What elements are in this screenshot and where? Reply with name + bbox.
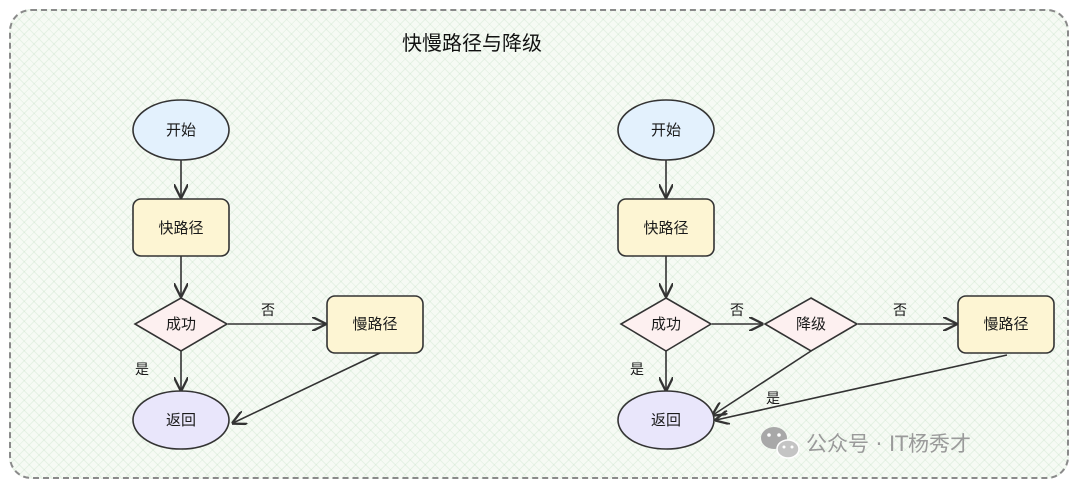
right-start-label: 开始 (651, 121, 681, 139)
left-slow-path-label: 慢路径 (352, 315, 397, 333)
left-flow: 否 是 开始 快路径 成功 慢路径 返回 (132, 99, 424, 450)
wechat-icon (761, 427, 800, 459)
right-return-node (617, 390, 715, 450)
left-fast-path-node (132, 198, 230, 257)
left-return-node (132, 390, 230, 450)
left-success-label: 成功 (166, 315, 196, 333)
right-edge-degrade-return (713, 350, 812, 415)
left-slow-path-node (326, 295, 424, 354)
right-edge-label-no-2: 否 (893, 303, 907, 319)
right-edge-slow-return (716, 354, 1008, 420)
right-fast-path-label: 快路径 (643, 219, 688, 237)
diagram-title: 快慢路径与降级 (402, 31, 542, 55)
watermark-text: 公众号 · IT杨秀才 (806, 432, 971, 456)
left-return-label: 返回 (166, 411, 196, 429)
right-flow: 否 否 是 是 开始 快路径 成功 降级 慢路径 返回 (617, 99, 1055, 450)
left-edge-slow-return (233, 352, 381, 423)
left-edge-label-no: 否 (261, 303, 275, 319)
right-edge-label-no-1: 否 (730, 303, 744, 319)
right-edge-label-yes-1: 是 (630, 362, 644, 378)
right-slow-path-node (957, 295, 1055, 354)
right-slow-path-label: 慢路径 (983, 315, 1028, 333)
left-start-node (132, 99, 230, 161)
right-success-label: 成功 (651, 315, 681, 333)
right-success-decision (619, 297, 713, 352)
left-start-label: 开始 (166, 121, 196, 139)
right-degrade-label: 降级 (796, 315, 826, 333)
right-start-node (617, 99, 715, 161)
left-fast-path-label: 快路径 (158, 219, 203, 237)
right-degrade-decision (763, 297, 859, 352)
left-success-decision (133, 297, 229, 352)
right-fast-path-node (617, 198, 715, 257)
left-edge-label-yes: 是 (135, 362, 149, 378)
right-edge-label-yes-2: 是 (766, 391, 780, 407)
right-return-label: 返回 (651, 411, 681, 429)
watermark: 公众号 · IT杨秀才 (761, 427, 971, 459)
